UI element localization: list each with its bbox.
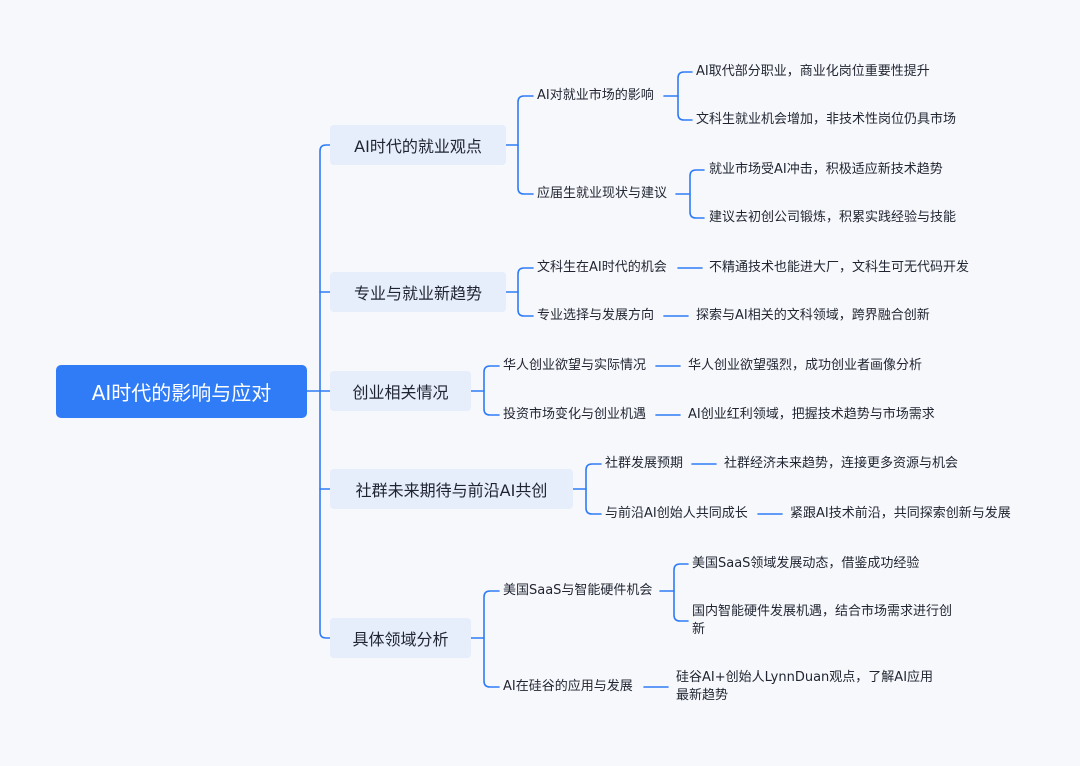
connector-branch-2: [517, 267, 534, 317]
branch-fields[interactable]: 具体领域分析: [330, 618, 471, 658]
subtopic-saas-hardware[interactable]: 美国SaaS与智能硬件机会: [503, 583, 653, 598]
leaf-topic[interactable]: AI创业红利领域，把握技术趋势与市场需求: [688, 407, 935, 422]
connector-branch-1: [517, 95, 534, 195]
connector-branch-1: [677, 71, 693, 121]
connector-branch-4: [585, 463, 602, 515]
subtopic-graduates[interactable]: 应届生就业现状与建议: [537, 186, 668, 201]
branch-community[interactable]: 社群未来期待与前沿AI共创: [330, 469, 573, 509]
connector-branch-5: [483, 590, 500, 688]
leaf-topic[interactable]: 文科生就业机会增加，非技术性岗位仍具市场: [696, 112, 957, 127]
subtopic-investment-market[interactable]: 投资市场变化与创业机遇: [503, 407, 647, 422]
leaf-topic[interactable]: 就业市场受AI冲击，积极适应新技术趋势: [709, 162, 943, 177]
leaf-topic[interactable]: AI取代部分职业，商业化岗位重要性提升: [696, 64, 930, 79]
leaf-topic[interactable]: 社群经济未来趋势，连接更多资源与机会: [724, 456, 959, 471]
leaf-topic[interactable]: 紧跟AI技术前沿，共同探索创新与发展: [790, 506, 1011, 521]
leaf-topic[interactable]: 不精通技术也能进大厂，文科生可无代码开发: [709, 260, 970, 275]
subtopic-chinese-founders[interactable]: 华人创业欲望与实际情况: [503, 358, 647, 373]
branch-employment-views[interactable]: AI时代的就业观点: [330, 125, 506, 165]
root-topic[interactable]: AI时代的影响与应对: [56, 365, 307, 418]
connector-branch-1: [689, 169, 705, 219]
leaf-topic[interactable]: 建议去初创公司锻炼，积累实践经验与技能: [709, 210, 957, 225]
leaf-topic[interactable]: 华人创业欲望强烈，成功创业者画像分析: [688, 358, 923, 373]
subtopic-grow-with-founders[interactable]: 与前沿AI创始人共同成长: [605, 506, 748, 521]
leaf-topic[interactable]: 硅谷AI+创始人LynnDuan观点，了解AI应用最新趋势: [676, 670, 934, 703]
subtopic-major-choice[interactable]: 专业选择与发展方向: [537, 308, 655, 323]
leaf-topic[interactable]: 探索与AI相关的文科领域，跨界融合创新: [696, 308, 930, 323]
leaf-topic[interactable]: 美国SaaS领域发展动态，借鉴成功经验: [692, 556, 920, 571]
branch-major-trends[interactable]: 专业与就业新趋势: [330, 272, 506, 312]
subtopic-community-outlook[interactable]: 社群发展预期: [605, 456, 684, 471]
subtopic-ai-job-market[interactable]: AI对就业市场的影响: [537, 88, 654, 103]
subtopic-liberal-arts[interactable]: 文科生在AI时代的机会: [537, 260, 667, 275]
connector-branch-5: [673, 563, 689, 622]
subtopic-silicon-valley[interactable]: AI在硅谷的应用与发展: [503, 679, 633, 694]
branch-startup[interactable]: 创业相关情况: [330, 371, 471, 411]
connector-branch-3: [483, 365, 500, 416]
leaf-topic[interactable]: 国内智能硬件发展机遇，结合市场需求进行创新: [692, 604, 953, 637]
